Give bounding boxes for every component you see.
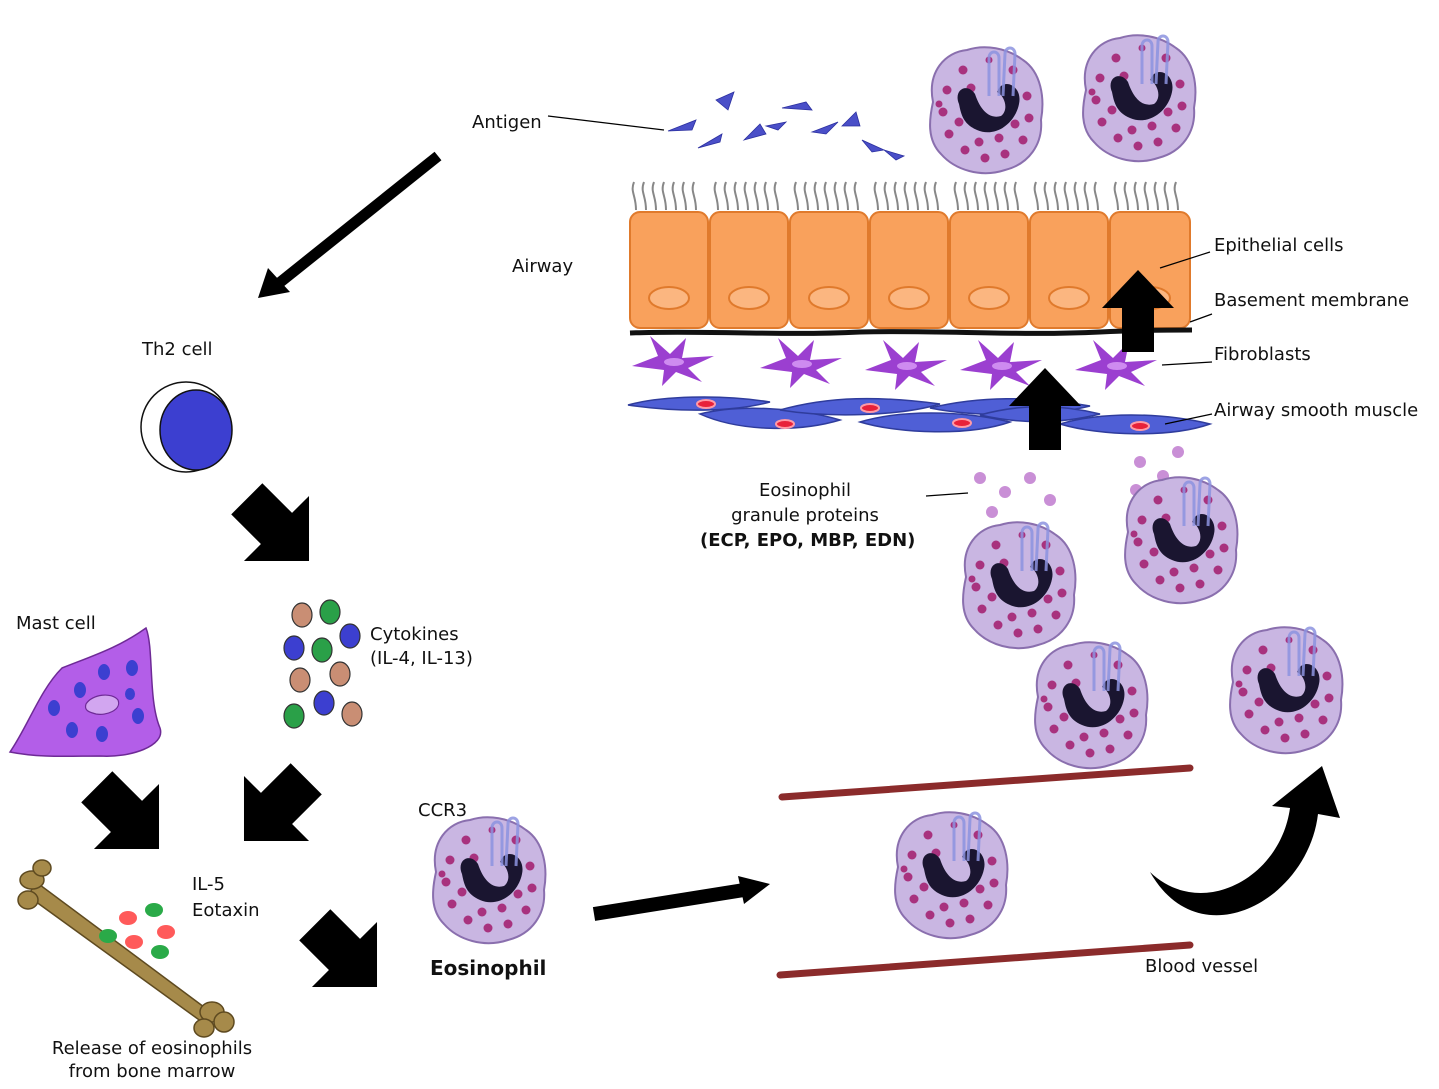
antigen-label: Antigen [472,112,542,133]
granule-protein-dots [974,446,1184,518]
cytokines-line-1: Cytokines [370,624,459,645]
cytokines-label: Cytokines (IL-4, IL-13) [370,624,473,670]
granule-proteins-line-2: granule proteins [731,504,879,526]
eosinophil-main [431,815,547,945]
eosinophil-tissue-3 [1033,640,1149,770]
il5-label: IL-5 [192,874,225,895]
ccr3-label: CCR3 [418,800,468,821]
basement-membrane [629,327,1193,336]
fibroblast-4 [960,340,1042,390]
granule-proteins-line-1: Eosinophil [758,480,852,501]
eosinophil-tissue-4 [1228,625,1344,755]
antigen-pointer-line [547,115,665,131]
blood-vessel-label: Blood vessel [1145,956,1259,977]
eotaxin-label: Eotaxin [192,900,260,921]
label-pointer-lines [925,251,1213,497]
eosinophil-blood-vessel [893,810,1009,940]
fibroblasts-label: Fibroblasts [1214,344,1311,365]
eosinophil-tissue-1 [961,520,1077,650]
th2-to-cytokines-arrow [231,483,310,562]
antigen-to-th2-arrow [258,151,442,298]
airway-label: Airway [512,256,574,277]
th2-cell-label: Th2 cell [142,339,213,360]
bone [17,859,235,1038]
eosinophil-to-vessel-arrow [592,876,770,921]
release-line-2: from bone marrow [68,1060,236,1082]
airway-smooth-muscle-label: Airway smooth muscle [1214,400,1419,421]
epithelial-cells-label: Epithelial cells [1214,235,1344,256]
smooth-muscle-nuclei [696,399,1150,431]
marrow-to-eosinophil-arrow [299,909,378,988]
antigen-particles [667,91,906,161]
eosinophil-airway-2 [1081,33,1197,163]
infiltration-arrow-1 [1009,368,1081,450]
blood-vessel [776,764,1194,979]
eosinophil-airway-1 [928,45,1044,175]
eosinophil-label: Eosinophil [430,956,547,980]
cytokine-arrow [243,763,322,842]
epithelial-cells [629,211,1191,329]
mast-cell-arrow [81,771,160,850]
basement-membrane-label: Basement membrane [1214,290,1410,311]
airway-smooth-muscle [627,396,1213,435]
fibroblast-2 [760,338,842,388]
granule-proteins-label: Eosinophil granule proteins (ECP, EPO, M… [700,480,916,552]
eosinophil-tissue-2 [1123,475,1239,605]
cytokine-particles [283,599,363,729]
granule-proteins-line-3: (ECP, EPO, MBP, EDN) [700,529,916,551]
cytokines-line-2: (IL-4, IL-13) [370,647,473,669]
th2-cell [140,381,233,473]
release-line-1: Release of eosinophils [51,1038,253,1059]
release-label: Release of eosinophils from bone marrow [20,1038,284,1083]
mast-cell-label: Mast cell [16,613,96,634]
epithelial-cilia [631,181,1179,211]
il5-eotaxin-particles [99,903,175,959]
fibroblast-3 [865,340,947,390]
fibroblast-1 [632,336,714,386]
extravasation-arrow [1150,766,1340,916]
mast-cell [8,626,162,758]
